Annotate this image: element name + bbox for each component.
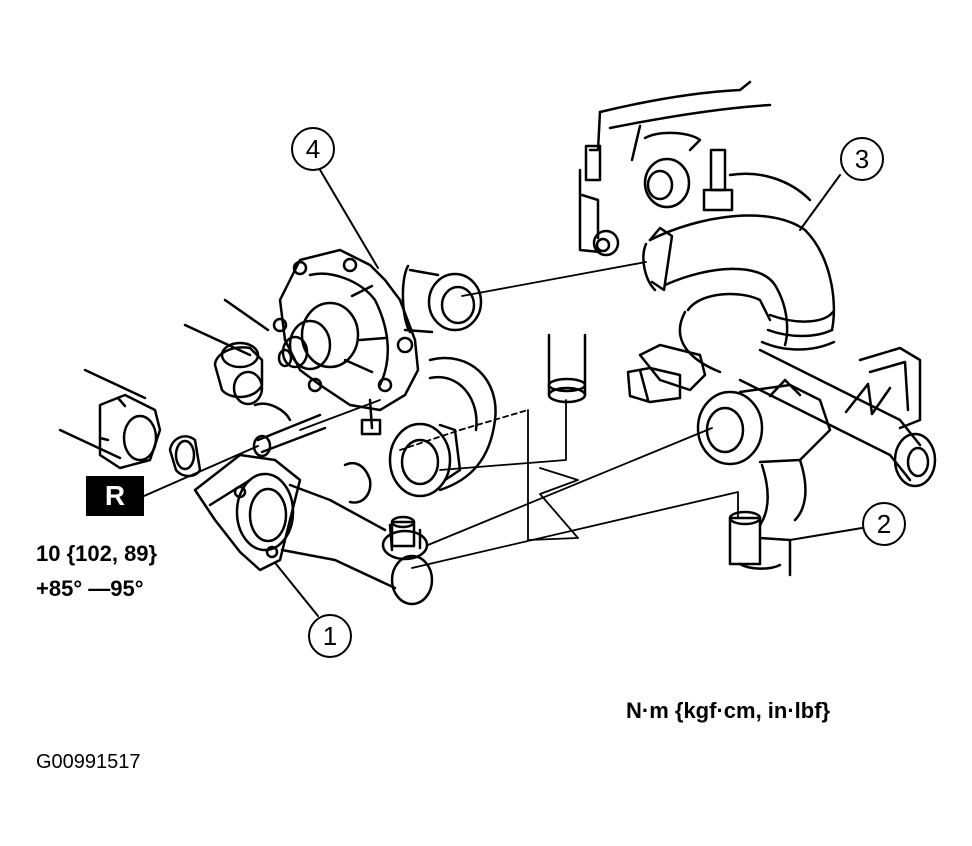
callout-3: 3	[840, 137, 884, 181]
replace-badge: R	[86, 476, 144, 516]
leader-4	[312, 157, 379, 269]
center-pipe-drawing	[547, 333, 587, 404]
torque-units-legend: N·m {kgf·cm, in·lbf}	[626, 698, 831, 723]
figure-id: G00991517	[36, 751, 141, 773]
callout-4: 4	[291, 127, 335, 171]
torque-spec-value: 10 {102, 89}	[36, 541, 158, 566]
coolant-outlet-drawing	[626, 292, 937, 527]
leader-3	[799, 174, 841, 231]
torque-spec-angle: +85° —95°	[36, 576, 144, 601]
water-pump-drawing	[272, 248, 497, 504]
callout-2: 2	[862, 502, 906, 546]
upper-radiator-hose-drawing	[642, 214, 836, 351]
bypass-hose-drawing	[728, 510, 792, 577]
leader-2	[789, 527, 863, 541]
leader-1	[275, 563, 319, 617]
coolant-pipe-drawing	[193, 453, 434, 606]
callout-1: 1	[308, 614, 352, 658]
assembly-guide-lines	[299, 261, 739, 569]
callout-leaders	[143, 157, 863, 617]
engine-block-drawing	[578, 80, 812, 257]
leader-r	[143, 445, 259, 497]
fasteners-drawing	[58, 298, 327, 478]
